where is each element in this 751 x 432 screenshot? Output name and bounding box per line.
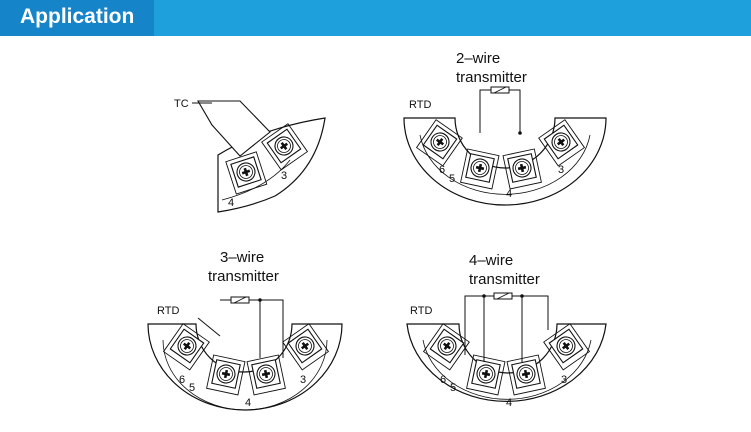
four-wire-t5: 5	[450, 382, 456, 394]
two-wire-sensor-label: RTD	[409, 99, 431, 111]
three-wire-title-2: transmitter	[208, 268, 279, 285]
two-wire-t5: 5	[449, 173, 455, 185]
four-wire-t3: 3	[561, 374, 567, 386]
three-wire-t6: 6	[179, 374, 185, 386]
tc-terminal-label-3: 3	[281, 170, 287, 182]
two-wire-t6: 6	[439, 164, 445, 176]
two-wire-t3: 3	[558, 164, 564, 176]
tc-sensor-label: TC	[174, 98, 189, 110]
four-wire-title-1: 4–wire	[469, 252, 513, 269]
tc-diagram: TC 4 3	[174, 98, 326, 213]
two-wire-title-1: 2–wire	[456, 50, 500, 67]
three-wire-sensor-label: RTD	[157, 305, 179, 317]
three-wire-title-1: 3–wire	[220, 249, 264, 266]
two-wire-title-2: transmitter	[456, 69, 527, 86]
three-wire-t3: 3	[300, 374, 306, 386]
page-title: Application	[20, 5, 135, 28]
four-wire-t6: 6	[440, 374, 446, 386]
tc-terminal-label-4: 4	[228, 197, 234, 209]
four-wire-title-2: transmitter	[469, 271, 540, 288]
four-wire-diagram: 4–wire transmitter RTD 6 5 4 3	[406, 252, 607, 409]
four-wire-t4: 4	[506, 397, 512, 409]
four-wire-sensor-label: RTD	[410, 305, 432, 317]
three-wire-t4: 4	[245, 397, 251, 409]
three-wire-diagram: 3–wire transmitter RTD 6 5 4 3	[147, 249, 343, 411]
header-tab	[0, 0, 154, 36]
two-wire-diagram: 2–wire transmitter RTD 6 5 4 3	[403, 50, 607, 206]
three-wire-t5: 5	[189, 382, 195, 394]
two-wire-t4: 4	[506, 188, 512, 200]
